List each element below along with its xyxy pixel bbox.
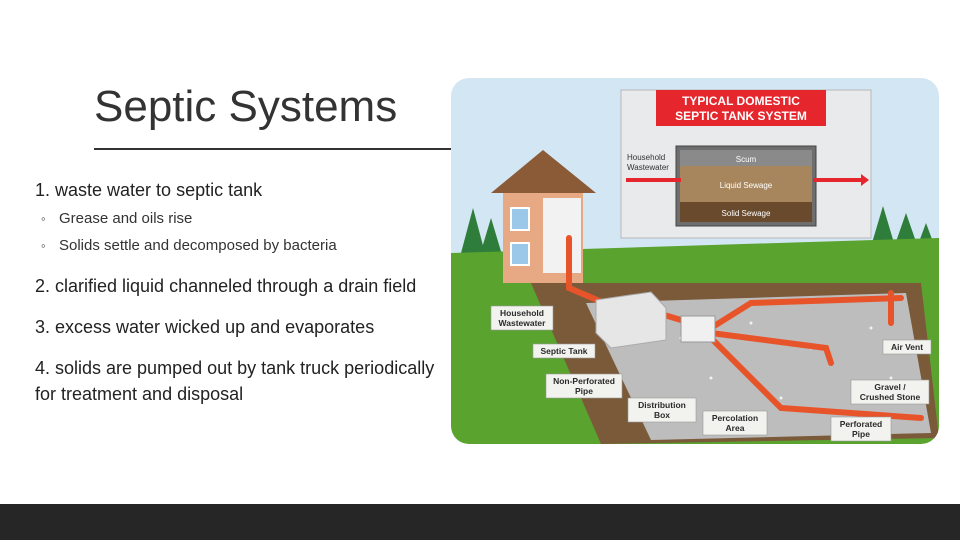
footer-bar	[0, 504, 960, 540]
banner-line-2: SEPTIC TANK SYSTEM	[675, 109, 807, 123]
bullet-icon: ◦	[41, 238, 46, 253]
liquid-layer	[680, 166, 812, 202]
callout-non-perforated: Non-Perforated Pipe	[545, 373, 623, 399]
callout-distribution-box: Distribution Box	[627, 397, 697, 423]
pipe-network	[566, 235, 924, 421]
inset-household-2: Wastewater	[627, 163, 669, 172]
callout-septic-tank: Septic Tank	[532, 343, 596, 359]
callout-percolation-2: Area	[726, 423, 745, 433]
callout-household-1: Household	[500, 308, 544, 318]
callout-percolation-1: Percolation	[712, 413, 758, 423]
solid-layer	[680, 202, 812, 222]
solid-label: Solid Sewage	[722, 209, 771, 218]
sub-item-1: ◦ Grease and oils rise	[35, 207, 435, 230]
banner	[656, 90, 826, 126]
callout-air-vent: Air Vent	[882, 339, 932, 355]
septic-diagram: TYPICAL DOMESTIC SEPTIC TANK SYSTEM Hous…	[451, 78, 939, 444]
callout-percolation-area: Percolation Area	[702, 410, 768, 436]
inset-household-1: Household	[627, 153, 665, 162]
callout-perforated-pipe: Perforated Pipe	[830, 416, 892, 442]
banner-line-1: TYPICAL DOMESTIC	[682, 94, 800, 108]
trees-left	[461, 208, 503, 258]
callout-nonperf-1: Non-Perforated	[553, 376, 615, 386]
distribution-box-shape	[680, 315, 716, 343]
slide-body: 1. waste water to septic tank ◦ Grease a…	[35, 178, 435, 407]
callout-household: Household Wastewater	[490, 305, 554, 331]
callout-septic-tank-text: Septic Tank	[540, 346, 587, 356]
list-item-3: 3. excess water wicked up and evaporates	[35, 317, 375, 337]
callout-gravel-2: Crushed Stone	[860, 392, 921, 402]
list-item-2: 2. clarified liquid channeled through a …	[35, 276, 417, 296]
septic-tank-shape	[595, 291, 667, 349]
outlet-arrow-head	[861, 174, 869, 186]
slide-title: Septic Systems	[94, 82, 398, 131]
sub-item-1-text: Grease and oils rise	[59, 210, 193, 227]
callout-air-vent-text: Air Vent	[891, 342, 923, 352]
callout-household-2: Wastewater	[499, 318, 547, 328]
title-underline	[94, 148, 454, 150]
bullet-icon: ◦	[41, 211, 46, 226]
callout-perforated-1: Perforated	[840, 419, 883, 429]
list-item-1: 1. waste water to septic tank	[35, 180, 263, 200]
scum-layer	[680, 150, 812, 166]
liquid-label: Liquid Sewage	[720, 181, 773, 190]
callout-gravel-1: Gravel /	[874, 382, 906, 392]
sub-item-2: ◦ Solids settle and decomposed by bacter…	[35, 234, 435, 257]
callout-distribution-2: Box	[654, 410, 670, 420]
scum-label: Scum	[736, 155, 757, 164]
callout-perforated-2: Pipe	[852, 429, 870, 439]
list-item-4: 4. solids are pumped out by tank truck p…	[35, 358, 435, 404]
callout-distribution-1: Distribution	[638, 400, 686, 410]
callout-gravel: Gravel / Crushed Stone	[850, 379, 930, 405]
sub-item-2-text: Solids settle and decomposed by bacteria	[59, 237, 337, 254]
callout-nonperf-2: Pipe	[575, 386, 593, 396]
